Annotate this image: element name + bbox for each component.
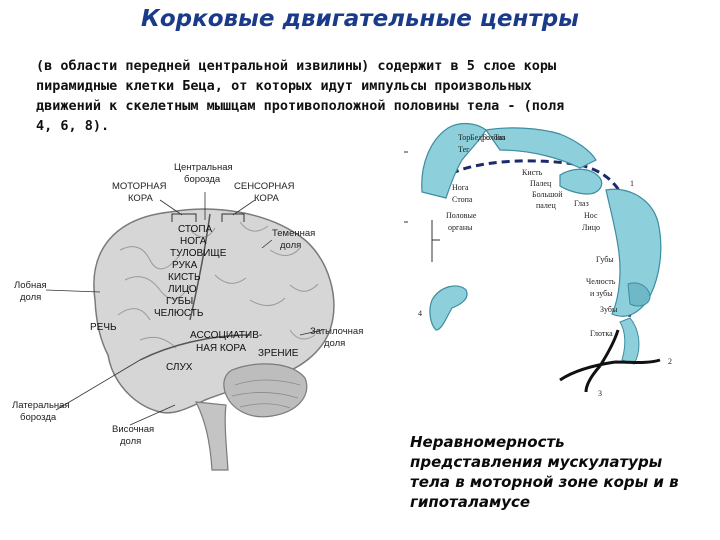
homunculus-hand <box>559 168 603 195</box>
cerebellum <box>223 363 308 418</box>
brain-hemisphere <box>93 208 335 414</box>
body-part-list: СТОПА НОГА ТУЛОВИЩЕ РУКА КИСТЬ ЛИЦО ГУБЫ… <box>154 224 229 319</box>
lateral-sulcus-line <box>139 334 251 361</box>
intro-line: 4, 6, 8). <box>36 118 110 134</box>
brain-stem <box>194 401 229 471</box>
homunculus-numbers: 1 2 3 4 <box>418 179 674 398</box>
homunculus-tract <box>559 329 661 393</box>
homunculus-face <box>605 188 662 317</box>
homunculus-illustration: Тор Бедро Голова Таз Тег Кисть Палец Бол… <box>404 122 674 398</box>
caption-line: Неравномерность <box>410 433 565 451</box>
label-speech: РЕЧЬ <box>90 322 117 333</box>
central-sulcus-line <box>189 213 211 321</box>
intro-text: (в области передней центральной извилины… <box>36 56 696 136</box>
caption-line: гипоталамусе <box>410 493 531 511</box>
caption: Неравномерность представления мускулатур… <box>410 432 720 512</box>
intro-line: движений к скелетным мышцам противополож… <box>36 98 565 114</box>
intro-line: пирамидные клетки Беца, от которых идут … <box>36 78 532 94</box>
homunculus-top-labels: Тор Бедро Голова Таз Тег <box>458 133 507 154</box>
homunculus-genitals <box>429 285 468 331</box>
homunculus-torso <box>484 127 597 169</box>
caption-line: представления мускулатуры <box>410 453 663 471</box>
label-hearing: СЛУХ <box>166 362 193 373</box>
homunculus-left-labels: Нога Стопа Половые органы <box>446 183 478 232</box>
homunculus-right-labels: Кисть Палец Большой палец Глаз Нос Лицо … <box>522 168 619 338</box>
caption-line: тела в моторной зоне коры и в <box>410 473 679 491</box>
label-association-cortex: АССОЦИАТИВ-НАЯ КОРА <box>190 330 262 354</box>
page-title: Корковые двигательные центры <box>141 6 579 32</box>
intro-line: (в области передней центральной извилины… <box>36 58 557 74</box>
homunculus-throat <box>619 317 640 365</box>
homunculus-lips <box>627 282 651 307</box>
label-vision: ЗРЕНИЕ <box>258 348 299 359</box>
